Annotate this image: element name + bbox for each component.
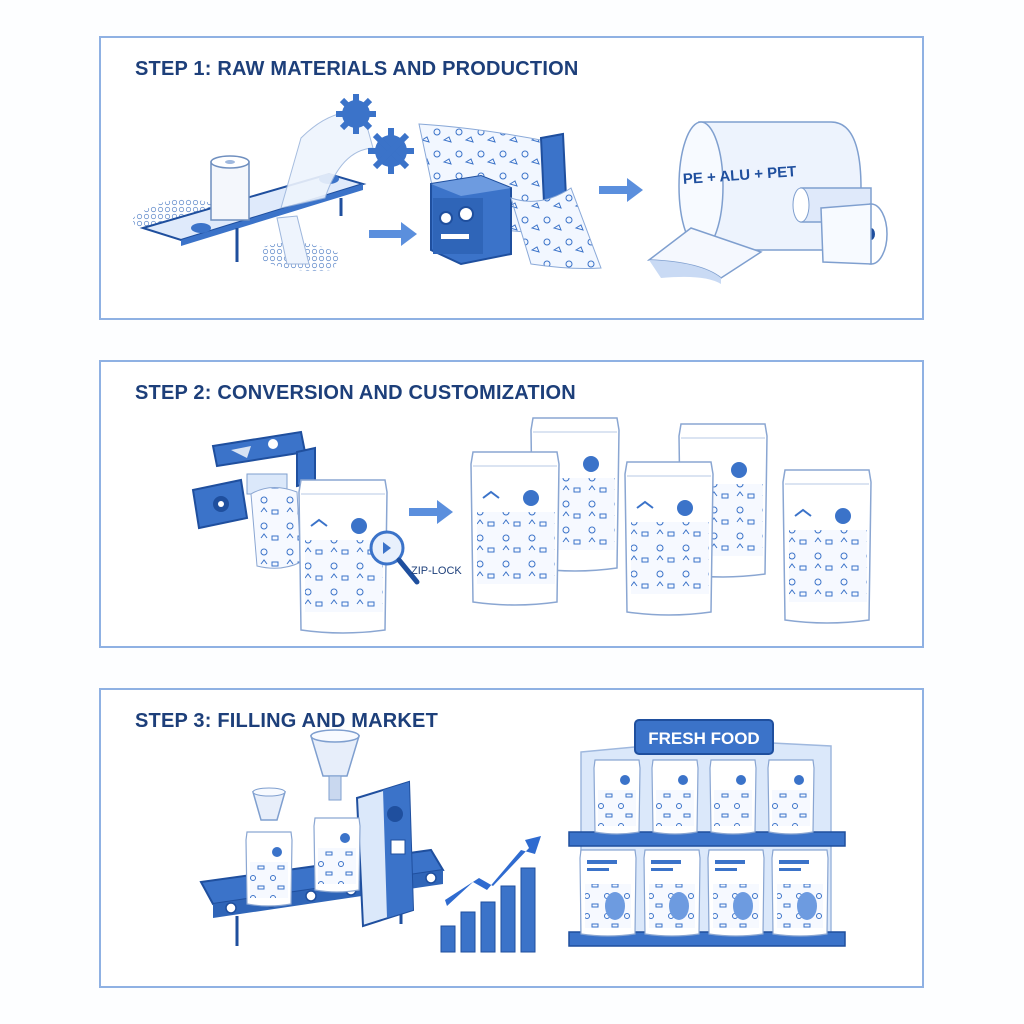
step-3-title: STEP 3: FILLING AND MARKET <box>135 710 438 732</box>
gear-icon <box>368 128 414 174</box>
step-2-illustration: ZIP-LOCK <box>191 417 872 634</box>
step-1-illustration: PE + ALU + PET <box>133 94 888 284</box>
laminate-film-roll: PE + ALU + PET <box>646 121 888 284</box>
shelf-sign-label: FRESH FOOD <box>648 729 759 748</box>
step-1-title: STEP 1: RAW MATERIALS AND PRODUCTION <box>135 58 579 80</box>
shelf-sign <box>634 719 774 755</box>
step-2-title: STEP 2: CONVERSION AND CUSTOMIZATION <box>135 382 576 404</box>
magnifier-icon <box>369 530 420 585</box>
arrow-right-icon <box>369 222 417 246</box>
printing-machine <box>430 132 569 266</box>
arrow-right-icon <box>599 178 643 202</box>
step-3-illustration: FRESH FOOD <box>199 719 846 953</box>
gear-icon <box>336 94 376 134</box>
growth-bars-icon <box>440 836 541 953</box>
finished-pouches <box>470 417 872 624</box>
extrusion-table <box>139 172 367 262</box>
zip-lock-label: ZIP-LOCK <box>411 565 462 577</box>
step-3-panel: STEP 3: FILLING AND MARKET <box>99 688 924 988</box>
arrow-right-icon <box>409 500 453 524</box>
core-roll <box>210 155 250 221</box>
step-2-panel: STEP 2: CONVERSION AND CUSTOMIZATION <box>99 360 924 648</box>
step-1-panel: STEP 1: RAW MATERIALS AND PRODUCTION <box>99 36 924 320</box>
